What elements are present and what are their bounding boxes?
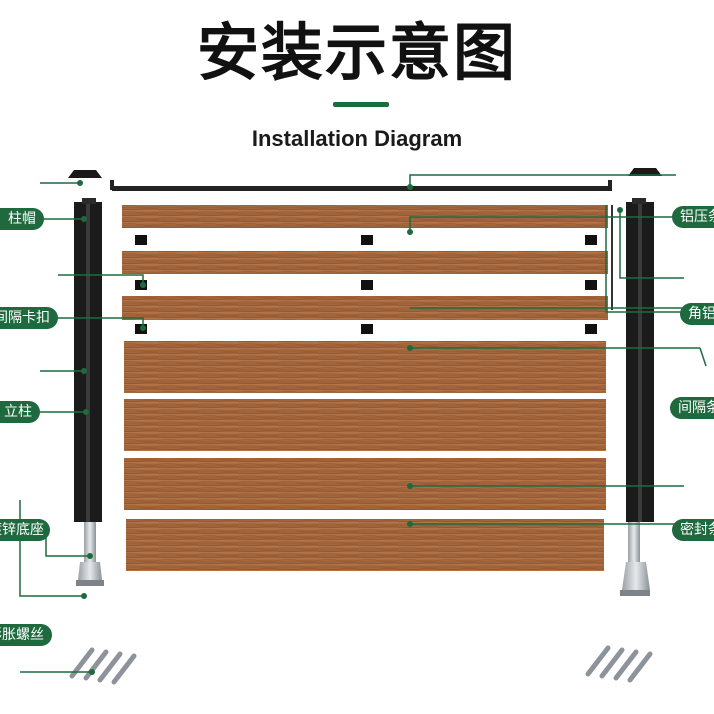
title-chinese: 安装示意图 — [196, 16, 517, 89]
left-post-cap — [68, 170, 102, 178]
callout-aluminum-top: 铝压条 — [672, 206, 714, 228]
callout-expansion-bolt: 彩胀螺丝 — [0, 624, 52, 646]
expansion-bolts-right — [585, 645, 653, 683]
board-6 — [124, 458, 606, 510]
board-4 — [124, 341, 606, 393]
right-post — [620, 198, 654, 596]
callout-spacer-clip: 间隔卡扣 — [0, 307, 58, 329]
board-2 — [122, 251, 608, 274]
left-post — [74, 198, 104, 586]
board-5 — [124, 399, 606, 451]
board-7 — [126, 519, 604, 571]
board-1 — [122, 205, 608, 228]
title-english: Installation Diagram — [251, 126, 463, 151]
right-post-cap — [628, 168, 662, 176]
callout-galvanized-base: 镀锌底座 — [0, 519, 50, 541]
leader-lines — [19, 174, 707, 673]
callout-corner-aluminum: 角铝 — [680, 303, 714, 325]
wood-boards — [122, 205, 608, 571]
callout-post-cap: 柱帽 — [0, 208, 44, 230]
expansion-bolts-left — [69, 647, 137, 685]
callout-post: 立柱 — [0, 401, 40, 423]
callout-spacer-strip: 间隔条 — [670, 397, 714, 419]
callout-seal-strip: 密封条 — [672, 519, 714, 541]
title-underline — [333, 102, 389, 107]
aluminum-top-rail — [110, 180, 612, 191]
leader-dots — [77, 180, 623, 675]
